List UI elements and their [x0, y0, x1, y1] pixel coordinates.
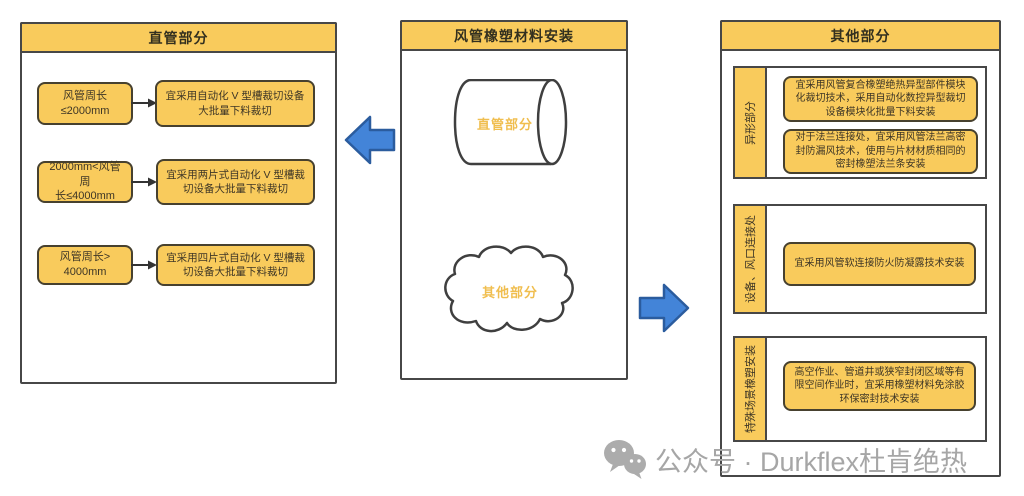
- cloud-shape: [444, 245, 574, 333]
- condition-box-1: 风管周长 ≤2000mm: [37, 82, 133, 125]
- section-special-scenarios-labelbar: 特殊场景橡塑安装: [735, 338, 767, 440]
- right-arrow-icon: [131, 98, 157, 108]
- right-block-arrow-icon: [638, 283, 690, 333]
- cloud-label: 其他部分: [481, 285, 538, 300]
- wechat-icon: [604, 440, 646, 479]
- equipment-box-1: 宜采用风管软连接防火防凝露技术安装: [783, 242, 976, 286]
- watermark-text: 公众号 · Durkflex杜肯绝热: [655, 446, 968, 477]
- special-box-1: 高空作业、管道井或狭窄封闭区域等有限空间作业时，宜采用橡塑材料免涂胶环保密封技术…: [783, 361, 976, 411]
- other-parts-panel-header: 其他部分: [720, 20, 1001, 51]
- section-irregular-parts-label: 异形部分: [745, 100, 757, 145]
- other-parts-panel-title: 其他部分: [830, 27, 891, 44]
- install-overview-panel-header: 风管橡塑材料安装: [400, 20, 628, 51]
- install-overview-panel-title: 风管橡塑材料安装: [454, 27, 574, 44]
- right-arrow-icon: [131, 177, 157, 187]
- straight-duct-panel-title: 直管部分: [148, 29, 209, 46]
- section-equipment-connections-label: 设备、风口连接处: [745, 215, 757, 303]
- action-box-2: 宜采用两片式自动化 V 型槽裁切设备大批量下料裁切: [156, 159, 315, 205]
- condition-box-3: 风管周长> 4000mm: [37, 245, 133, 285]
- condition-box-2: 2000mm<风管周 长≤4000mm: [37, 161, 133, 203]
- straight-duct-panel-header: 直管部分: [20, 22, 337, 53]
- right-arrow-icon: [131, 260, 157, 270]
- left-block-arrow-icon: [344, 115, 396, 165]
- action-box-1: 宜采用自动化 V 型槽裁切设备大批量下料裁切: [155, 80, 315, 127]
- watermark: 公众号 · Durkflex杜肯绝热: [603, 438, 967, 480]
- section-equipment-connections-labelbar: 设备、风口连接处: [735, 206, 767, 312]
- cylinder-shape: [453, 79, 568, 166]
- section-special-scenarios-label: 特殊场景橡塑安装: [745, 345, 757, 433]
- section-irregular-parts-labelbar: 异形部分: [735, 68, 767, 177]
- irregular-box-2: 对于法兰连接处，宜采用风管法兰高密封防漏风技术，使用与片材材质相同的密封橡塑法兰…: [783, 129, 978, 174]
- cylinder-label: 直管部分: [476, 117, 533, 132]
- irregular-box-1: 宜采用风管复合橡塑绝热异型部件模块化裁切技术，采用自动化数控异型裁切设备模块化批…: [783, 76, 978, 122]
- action-box-3: 宜采用四片式自动化 V 型槽裁切设备大批量下料裁切: [156, 244, 315, 286]
